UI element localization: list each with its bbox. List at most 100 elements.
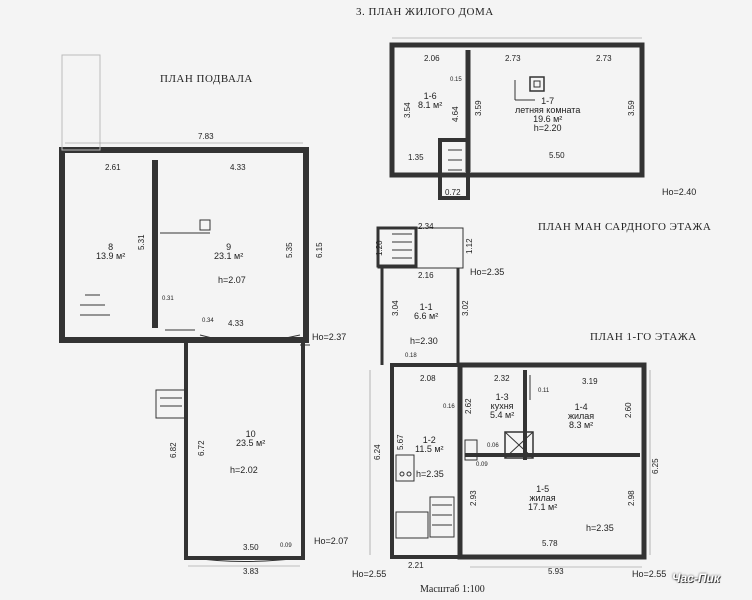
dim-label: 2.73 — [505, 54, 521, 63]
room-name: жилая — [529, 493, 556, 503]
room-10-height: h=2.02 — [230, 465, 258, 475]
dim-label: 0.06 — [487, 443, 499, 449]
room-area: 8.1 м² — [418, 100, 443, 110]
house-title: 3. ПЛАН ЖИЛОГО ДОМА — [356, 6, 494, 18]
dim-label: 6.82 — [169, 442, 178, 458]
room-area: 23.1 м² — [214, 251, 244, 261]
mansard-title: ПЛАН МАН САРДНОГО ЭТАЖА — [538, 221, 712, 233]
dim-label: 2.08 — [420, 374, 436, 383]
dim-label: 3.19 — [582, 377, 598, 386]
dim-label: 0.16 — [443, 404, 455, 410]
dim-label: 0.15 — [450, 77, 462, 83]
room-name: кухня — [490, 401, 514, 411]
room-height: h=2.20 — [533, 123, 562, 133]
ho-mark: Но=2.55 — [352, 569, 387, 579]
dim-label: 0.09 — [280, 543, 292, 549]
room-1-1-height: h=2.30 — [410, 336, 438, 346]
mansard-walls — [376, 226, 464, 365]
room-1-7-label: 1-7 летняя комната 19.6 м² h=2.20 — [515, 97, 580, 133]
dim-label: 2.06 — [424, 54, 440, 63]
room-area: 13.9 м² — [96, 251, 126, 261]
room-area: 17.1 м² — [528, 502, 558, 512]
dim-label: 6.24 — [373, 444, 382, 460]
room-number: 8 — [108, 242, 114, 252]
dim-label: 3.59 — [627, 100, 636, 116]
dim-label: 6.72 — [197, 440, 206, 456]
room-9-label: 9 23.1 м² — [214, 243, 243, 261]
room-1-4-label: 1-4 жилая 8.3 м² — [568, 403, 594, 430]
watermark-logo: Час-Пик — [672, 571, 720, 585]
dim-label: 6.15 — [315, 242, 324, 258]
dimension-lines — [65, 37, 651, 568]
room-area: 11.5 м² — [415, 444, 444, 454]
dim-label: 1.12 — [465, 238, 474, 254]
room-1-1-label: 1-1 6.6 м² — [414, 303, 438, 321]
ho-mark: Но=2.07 — [314, 536, 349, 546]
dim-label: 7.83 — [198, 132, 214, 141]
dim-label: 4.33 — [228, 319, 244, 328]
dim-label: 2.60 — [624, 402, 633, 418]
room-1-2-height: h=2.35 — [416, 469, 444, 479]
dim-label: 2.21 — [408, 561, 424, 570]
room-area: 5.4 м² — [490, 410, 515, 420]
dim-label: 0.09 — [476, 462, 488, 468]
room-number: 1-7 — [541, 96, 555, 106]
dim-label: 2.98 — [627, 490, 636, 506]
room-number: 9 — [226, 242, 232, 252]
house-walls — [389, 42, 645, 200]
room-1-6-label: 1-6 8.1 м² — [418, 92, 442, 110]
dim-label: 3.50 — [243, 543, 259, 552]
room-area: 8.3 м² — [568, 420, 594, 430]
room-number: 1-5 — [536, 484, 550, 494]
dim-label: 1.20 — [375, 240, 384, 256]
dim-label: 4.64 — [451, 106, 460, 122]
room-area: 6.6 м² — [414, 311, 439, 321]
dim-label: 5.78 — [542, 539, 558, 548]
room-number: 1-4 — [574, 402, 588, 412]
ho-mark: Но=2.35 — [470, 267, 505, 277]
room-number: 10 — [245, 429, 256, 439]
dim-label: 3.02 — [461, 300, 470, 316]
room-name: летняя комната — [515, 105, 581, 115]
dim-label: 0.72 — [445, 188, 461, 197]
room-9-height: h=2.07 — [218, 275, 246, 285]
room-1-5-height: h=2.35 — [586, 523, 614, 533]
room-number: 1-1 — [419, 302, 433, 312]
dim-label: 0.34 — [202, 318, 214, 324]
scale-label: Масштаб 1:100 — [420, 584, 485, 595]
room-10-label: 10 23.5 м² — [236, 430, 265, 448]
first-floor-title: ПЛАН 1-ГО ЭТАЖА — [590, 331, 697, 343]
dim-label: 2.32 — [494, 374, 510, 383]
room-number: 1-2 — [422, 435, 436, 445]
room-1-2-label: 1-2 11.5 м² — [415, 436, 444, 454]
dim-label: 5.93 — [548, 567, 564, 576]
dim-label: 5.35 — [285, 242, 294, 258]
room-area: 19.6 м² — [533, 114, 563, 124]
dim-label: 0.11 — [538, 388, 550, 394]
dim-label: 5.50 — [549, 151, 565, 160]
dim-label: 0.31 — [162, 296, 174, 302]
dim-label: 5.31 — [137, 234, 146, 250]
ho-mark: Но=2.55 — [632, 569, 667, 579]
dim-label: 6.25 — [651, 458, 660, 474]
dim-label: 2.62 — [464, 398, 473, 414]
dim-label: 2.93 — [469, 490, 478, 506]
room-number: 1-3 — [495, 392, 509, 402]
dim-label: 4.33 — [230, 163, 246, 172]
dim-label: 3.04 — [391, 300, 400, 316]
room-area: 23.5 м² — [236, 438, 266, 448]
dim-label: 1.35 — [408, 153, 424, 162]
dim-label: 2.16 — [418, 271, 434, 280]
ho-mark: Но=2.37 — [312, 332, 347, 342]
dim-label: 2.61 — [105, 163, 121, 172]
room-1-3-label: 1-3 кухня 5.4 м² — [490, 393, 514, 420]
room-number: 1-6 — [423, 91, 437, 101]
dim-label: 0.18 — [405, 353, 417, 359]
ho-mark: Но=2.40 — [662, 187, 697, 197]
basement-walls — [59, 54, 309, 562]
dim-label: 3.83 — [243, 567, 259, 576]
dim-label: 2.73 — [596, 54, 612, 63]
dim-label: 2.34 — [418, 222, 434, 231]
dim-label: 3.59 — [474, 100, 483, 116]
